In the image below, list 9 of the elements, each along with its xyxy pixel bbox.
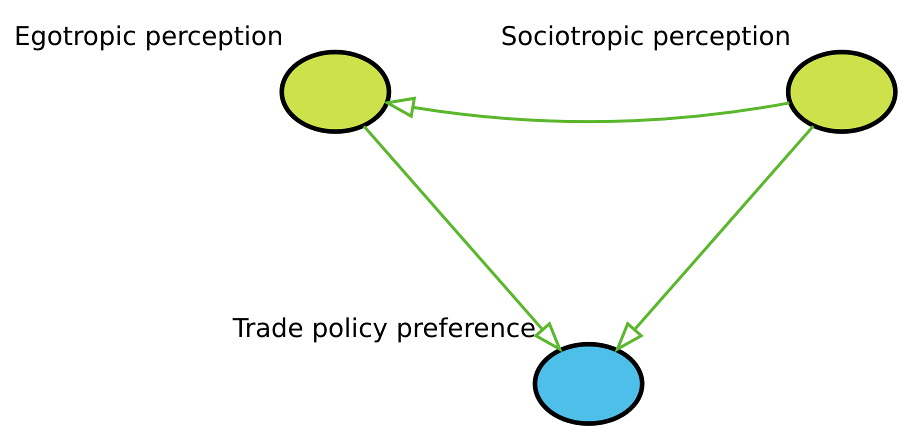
arrow	[362, 125, 563, 353]
node-ellipse	[786, 50, 898, 134]
node-label: Egotropic perception	[14, 22, 284, 52]
arrow	[614, 125, 814, 353]
node-ellipse	[532, 342, 644, 426]
node-ellipse	[279, 50, 392, 134]
arrow	[382, 96, 790, 124]
node-label: Trade policy preference	[232, 314, 536, 344]
node-label: Sociotropic perception	[500, 22, 791, 52]
